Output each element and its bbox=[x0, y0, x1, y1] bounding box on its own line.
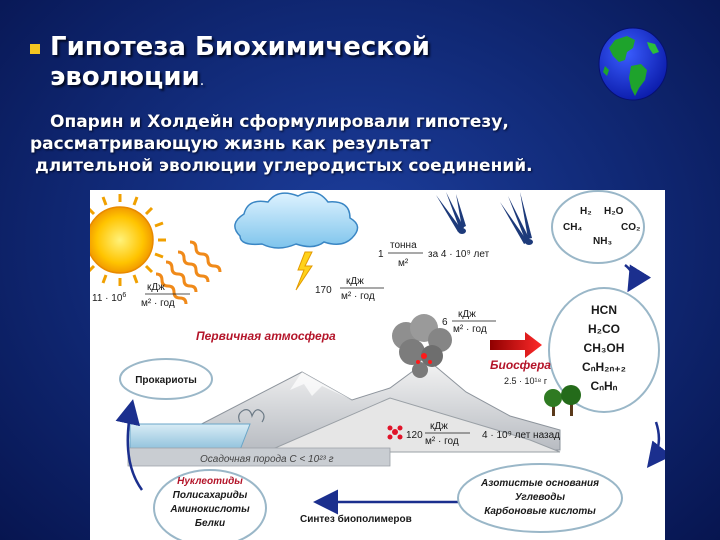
paragraph-line-2: рассматривающую жизнь как результат bbox=[30, 134, 431, 154]
primary-atmosphere-label: Первичная атмосфера bbox=[196, 329, 336, 343]
sediment-layer bbox=[127, 447, 391, 467]
slide-title: Гипотеза Биохимической эволюции. bbox=[50, 32, 590, 96]
mountain-landscape bbox=[189, 359, 561, 453]
amino-acids-label: Аминокислоты bbox=[169, 504, 250, 515]
gas-nh3: NH₃ bbox=[593, 236, 612, 247]
cloud-unit-top: кДж bbox=[346, 276, 364, 287]
nitrogen-bases-label: Азотистые основания bbox=[480, 478, 599, 489]
meteor-icon-2 bbox=[500, 192, 533, 245]
volcano-unit-top: кДж bbox=[458, 309, 476, 320]
organic-3: CₙH₂ₙ₊₂ bbox=[582, 360, 626, 374]
nucleotides-label: Нуклеотиды bbox=[177, 476, 243, 487]
title-bullet bbox=[30, 44, 40, 54]
organic-1: H₂CO bbox=[588, 322, 620, 336]
trees-icon bbox=[544, 385, 581, 416]
sun-energy-label: 11 · 106 bbox=[92, 292, 126, 304]
molecule-icon bbox=[387, 425, 403, 440]
cloud-energy-value: 170 bbox=[315, 285, 332, 296]
prokaryotes-bubble bbox=[119, 358, 213, 400]
organic-4: CₙHₙ bbox=[591, 379, 618, 393]
meteor-mass-value: 1 bbox=[378, 249, 384, 260]
meteor-unit-top: тонна bbox=[390, 240, 417, 251]
title-line-1: Гипотеза Биохимической bbox=[50, 32, 430, 62]
sun-unit-bottom: м² · год bbox=[141, 298, 175, 309]
polymers-bubble bbox=[153, 469, 267, 540]
arrow-polymers-to-prokaryotes bbox=[115, 399, 144, 491]
arrow-gases-to-organics bbox=[624, 264, 652, 293]
sun-unit-top: кДж bbox=[147, 282, 165, 293]
polysaccharides-label: Полисахариды bbox=[173, 490, 248, 501]
carboxylic-acids-label: Карбоновые кислоты bbox=[484, 505, 596, 517]
radiation-unit-top: кДж bbox=[430, 421, 448, 432]
volcano-smoke-icon bbox=[392, 314, 452, 378]
bases-bubble bbox=[457, 463, 623, 533]
title-dot: . bbox=[199, 73, 205, 89]
prokaryotes-label: Прокариоты bbox=[135, 375, 197, 386]
cloud-unit-bottom: м² · год bbox=[341, 291, 375, 302]
sun-icon bbox=[90, 194, 166, 286]
volcano-unit-bottom: м² · год bbox=[453, 324, 487, 335]
cloud-icon bbox=[234, 191, 359, 249]
arrow-organics-to-bases bbox=[646, 421, 665, 468]
biosphere-arrow bbox=[490, 332, 542, 358]
paragraph-line-1: Опарин и Холдейн сформулировали гипотезу… bbox=[50, 112, 509, 132]
gas-ch4: CH₄ bbox=[563, 222, 582, 233]
stromatolite-icon bbox=[238, 409, 265, 423]
years-ago-label: 4 · 10⁹ лет назад bbox=[482, 430, 560, 441]
carbohydrates-label: Углеводы bbox=[515, 492, 565, 503]
organics-bubble bbox=[548, 287, 660, 413]
radiation-energy-value: 120 bbox=[406, 430, 423, 441]
gas-co2: CO₂ bbox=[621, 222, 640, 233]
organic-2: CH₃OH bbox=[584, 341, 625, 355]
evolution-diagram: 11 · 106 кДж м² · год 170 кДж м² · год 1… bbox=[90, 190, 665, 540]
ocean-icon bbox=[129, 423, 251, 451]
paragraph-line-3: длительной эволюции углеродистых соедине… bbox=[35, 156, 533, 176]
meteor-icon bbox=[436, 192, 466, 234]
biosphere-mass: 2.5 · 10¹⁸ г bbox=[504, 376, 548, 386]
gas-h2o: H₂O bbox=[604, 206, 624, 217]
biosphere-label: Биосфера bbox=[490, 358, 551, 372]
meteor-unit-bottom: м² bbox=[398, 258, 409, 269]
synthesis-label: Синтез биополимеров bbox=[300, 513, 412, 525]
gas-h2: H₂ bbox=[580, 206, 592, 217]
proteins-label: Белки bbox=[195, 518, 225, 529]
volcano-energy-value: 6 bbox=[442, 317, 448, 328]
lightning-icon bbox=[295, 251, 313, 291]
sediment-label: Осадочная порода С < 10²³ г bbox=[200, 454, 334, 465]
organic-0: HCN bbox=[591, 303, 617, 317]
meteor-period: за 4 · 10⁹ лет bbox=[428, 249, 490, 260]
title-line-2: эволюции. bbox=[50, 62, 205, 92]
sun-radiation-arrows bbox=[155, 240, 222, 305]
gases-bubble bbox=[551, 190, 645, 264]
diagram-canvas: 11 · 106 кДж м² · год 170 кДж м² · год 1… bbox=[90, 190, 665, 540]
earth-globe-icon bbox=[598, 27, 668, 101]
radiation-unit-bottom: м² · год bbox=[425, 436, 459, 447]
